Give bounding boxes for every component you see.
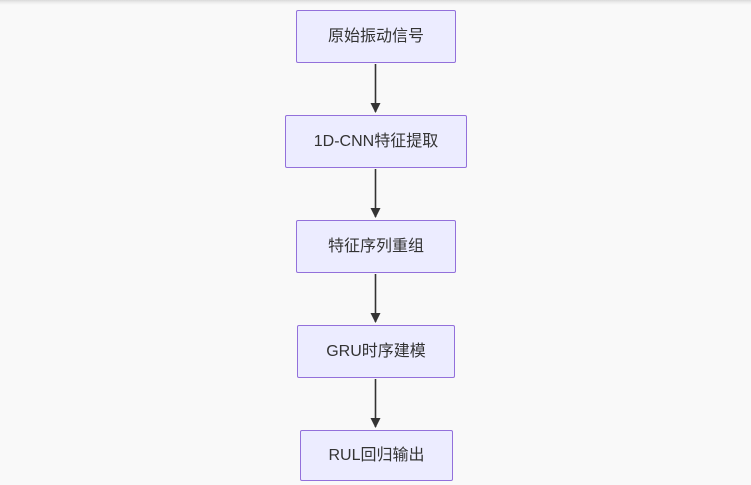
node-label: 1D-CNN特征提取 [313, 132, 439, 150]
node-label: RUL回归输出 [328, 446, 425, 464]
node-label: GRU时序建模 [326, 342, 426, 360]
node-label: 原始振动信号 [327, 27, 424, 45]
node-label: 特征序列重组 [327, 237, 424, 255]
flowchart-node-1d-cnn-feature-extraction: 1D-CNN特征提取 [285, 115, 467, 168]
flowchart-node-raw-vibration-signal: 原始振动信号 [296, 10, 456, 63]
flowchart-node-feature-sequence-reassembly: 特征序列重组 [296, 220, 456, 273]
flowchart-node-gru-temporal-modeling: GRU时序建模 [297, 325, 455, 378]
flowchart-node-rul-regression-output: RUL回归输出 [300, 430, 453, 481]
